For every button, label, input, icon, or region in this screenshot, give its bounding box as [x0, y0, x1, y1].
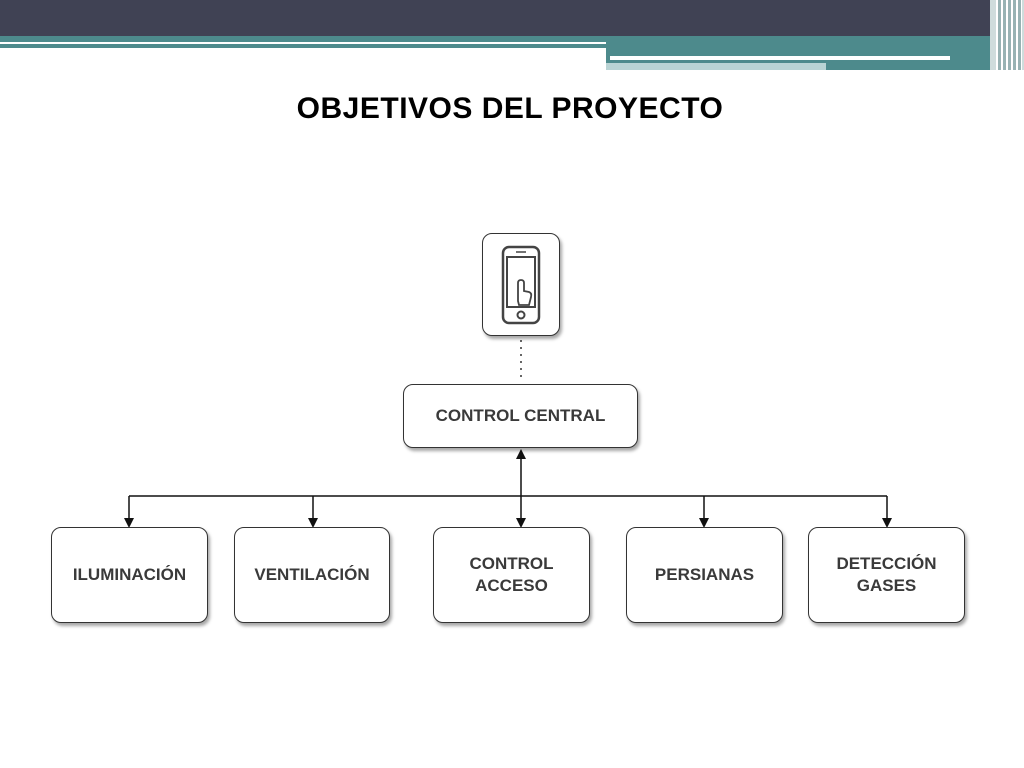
- node-control-acceso-line1: CONTROL: [469, 553, 554, 573]
- node-ventilacion-label: VENTILACIÓN: [254, 564, 370, 584]
- header-light-strip: [606, 63, 826, 70]
- node-control-acceso-line2: ACCESO: [475, 576, 548, 595]
- central-control-node: CONTROL CENTRAL: [403, 384, 638, 448]
- node-ventilacion: VENTILACIÓN: [234, 527, 390, 623]
- node-deteccion-gases-line1: DETECCIÓN: [836, 553, 937, 573]
- device-node: [482, 233, 560, 336]
- node-deteccion-gases: DETECCIÓN GASES: [808, 527, 965, 623]
- node-deteccion-gases-line2: GASES: [856, 576, 917, 595]
- header-white-strip: [610, 56, 950, 60]
- slide-title: OBJETIVOS DEL PROYECTO: [296, 92, 724, 125]
- node-iluminacion: ILUMINACIÓN: [51, 527, 208, 623]
- node-iluminacion-label: ILUMINACIÓN: [72, 564, 187, 584]
- header-dark-bar: [0, 0, 1024, 36]
- node-persianas: PERSIANAS: [626, 527, 783, 623]
- header-divider-line: [0, 42, 606, 44]
- node-control-acceso: CONTROL ACCESO: [433, 527, 590, 623]
- header-corner-stripes: [996, 0, 1022, 70]
- node-persianas-label: PERSIANAS: [654, 564, 755, 584]
- smartphone-touch-icon: [501, 245, 541, 324]
